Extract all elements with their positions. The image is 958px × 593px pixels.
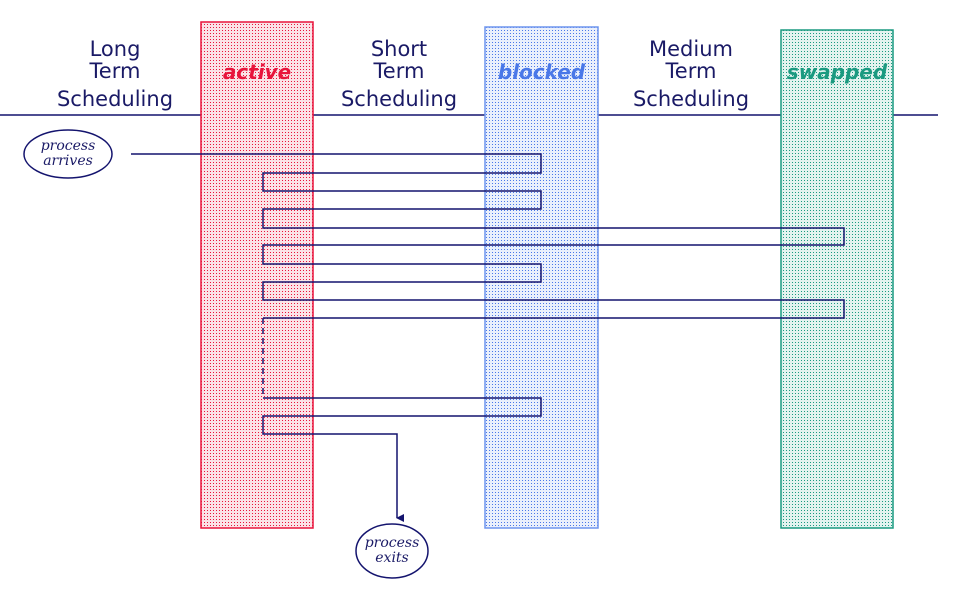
heading-line: Term	[373, 59, 425, 83]
process-arrives-oval	[23, 129, 113, 179]
process-arrives-label: process arrives	[24, 139, 112, 169]
heading-line: Scheduling	[56, 87, 174, 111]
process-exits-label: process exits	[356, 536, 428, 566]
swapped-state-column	[780, 29, 894, 529]
oval-text-line: process	[40, 138, 96, 154]
active-state-column	[200, 21, 314, 529]
blocked-state-label: blocked	[497, 60, 586, 84]
process-path-line	[131, 153, 845, 319]
active-state-label: active	[222, 60, 292, 84]
oval-text-line: exits	[375, 550, 409, 566]
short-term-scheduling-heading: Short Term Scheduling	[314, 38, 484, 110]
oval-text-line: process	[364, 535, 420, 551]
process-path-line-end	[262, 397, 542, 522]
heading-line: Term	[665, 59, 717, 83]
heading-line: Term	[89, 59, 141, 83]
heading-line: Medium	[649, 37, 733, 61]
heading-line: Long	[89, 37, 141, 61]
process-exits-oval	[355, 523, 429, 579]
heading-line: Short	[370, 37, 428, 61]
swapped-state-label: swapped	[786, 60, 888, 84]
heading-line: Scheduling	[632, 87, 750, 111]
heading-line: Scheduling	[340, 87, 458, 111]
medium-term-scheduling-heading: Medium Term Scheduling	[603, 38, 779, 110]
oval-text-line: arrives	[43, 153, 93, 169]
long-term-scheduling-heading: Long Term Scheduling	[30, 38, 200, 110]
